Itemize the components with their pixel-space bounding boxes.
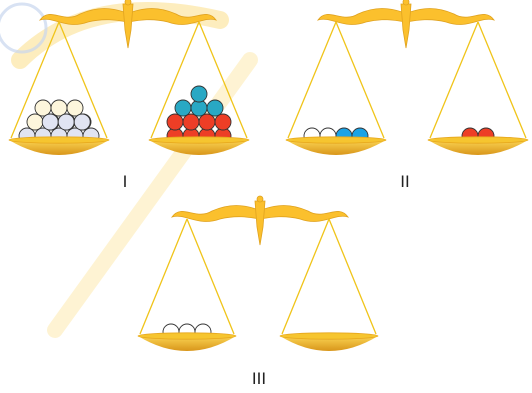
right-pan-rim <box>427 136 529 144</box>
right-ball-teal <box>206 99 224 117</box>
scale-label-1: I <box>122 172 128 191</box>
scale-label-2: II <box>400 172 410 191</box>
left-ball-lavender <box>57 113 75 131</box>
left-ball-lavender <box>73 113 91 131</box>
left-pan-string-left <box>10 21 60 139</box>
left-ball-lavender <box>41 113 59 131</box>
left-pan-string-right <box>186 218 235 335</box>
scale-pointer <box>254 200 266 246</box>
right-pan-string-left <box>429 21 479 139</box>
right-ball-teal <box>174 99 192 117</box>
left-pan-string-left <box>287 21 337 139</box>
right-pan-bowl <box>428 140 528 155</box>
left-pan-rim <box>137 332 237 340</box>
right-ball-red <box>214 113 232 131</box>
right-pan-string-right <box>198 21 248 139</box>
right-pan-rim <box>279 332 379 340</box>
left-pan-string-right <box>335 21 385 139</box>
scale-knob <box>402 0 410 6</box>
left-pan-bowl <box>286 140 386 155</box>
scale-label-3: III <box>251 369 267 388</box>
scale-knob <box>124 0 132 6</box>
left-pan-bowl <box>138 336 236 351</box>
watermark-ring <box>0 2 48 54</box>
right-ball-red <box>198 113 216 131</box>
scale-3 <box>137 195 379 351</box>
left-pan-rim <box>285 136 387 144</box>
right-pan-bowl <box>280 336 378 351</box>
right-pan-string-right <box>477 21 527 139</box>
left-ball-cream <box>26 113 44 131</box>
right-pan-string-right <box>328 218 377 335</box>
right-ball-teal <box>190 85 208 103</box>
left-ball-cream <box>50 99 68 117</box>
right-ball-red <box>182 113 200 131</box>
scale-1 <box>8 0 250 155</box>
right-ball-red <box>166 113 184 131</box>
right-pan-rim <box>148 136 250 144</box>
scale-pointer <box>400 3 412 49</box>
right-pan-string-left <box>150 21 200 139</box>
watermark-slash <box>47 52 258 338</box>
left-pan-bowl <box>9 140 109 155</box>
left-pan-string-left <box>139 218 188 335</box>
scale-2 <box>285 0 529 155</box>
scale-knob <box>256 195 264 203</box>
right-pan-string-left <box>281 218 330 335</box>
left-ball-cream <box>66 99 84 117</box>
left-ball-cream <box>34 99 52 117</box>
scale-pointer <box>122 3 134 49</box>
left-pan-rim <box>8 136 110 144</box>
right-pan-bowl <box>149 140 249 155</box>
left-pan-string-right <box>58 21 108 139</box>
